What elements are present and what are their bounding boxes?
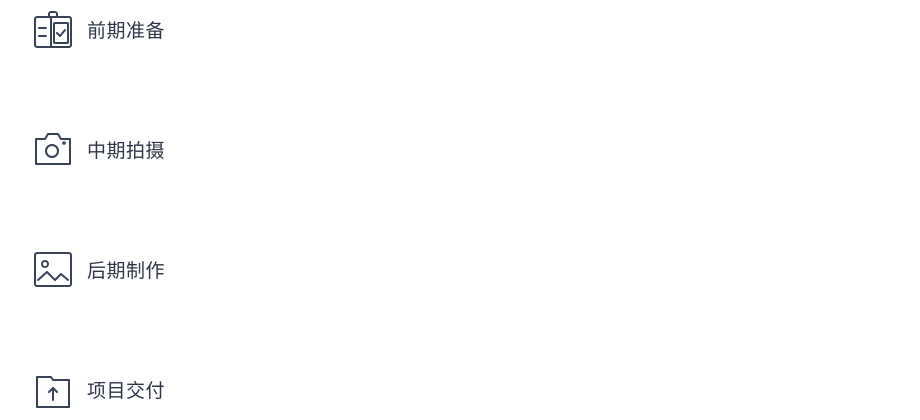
camera-icon bbox=[33, 129, 73, 169]
clipboard-check-icon bbox=[33, 9, 73, 49]
folder-upload-icon bbox=[33, 369, 73, 409]
step-label: 中期拍摄 bbox=[87, 139, 166, 162]
image-icon bbox=[33, 249, 73, 289]
step-post-production[interactable]: 后期制作 bbox=[33, 249, 165, 289]
step-preparation[interactable]: 前期准备 bbox=[33, 9, 165, 49]
step-delivery[interactable]: 项目交付 bbox=[33, 369, 165, 409]
step-label: 前期准备 bbox=[87, 19, 166, 42]
step-label: 后期制作 bbox=[87, 259, 166, 282]
step-shooting[interactable]: 中期拍摄 bbox=[33, 129, 165, 169]
step-label: 项目交付 bbox=[87, 379, 166, 402]
